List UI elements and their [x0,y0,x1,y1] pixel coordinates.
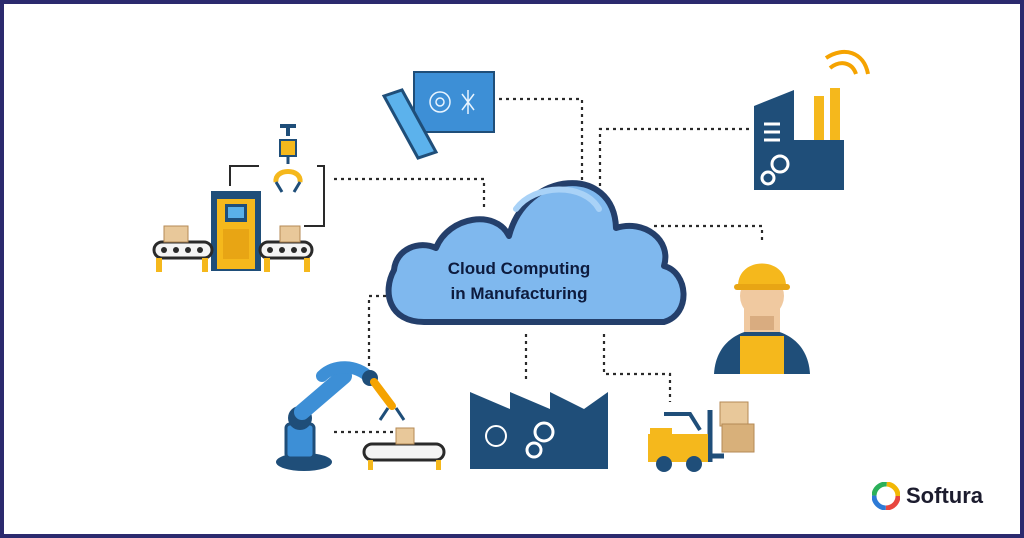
brand-name: Softura [906,483,983,508]
brand-logo: Softura [872,482,983,510]
diagram-graphics [152,49,870,472]
connector-forklift [602,334,672,402]
cloud-label-line2: in Manufacturing [450,284,588,303]
cloud-label: Cloud Computing in Manufacturing [404,256,634,306]
cloud-shape [385,180,687,325]
smart-factory-icon [754,49,870,190]
forklift-icon [648,401,755,472]
connector-assembly [334,177,486,209]
factory-worker-icon [714,263,810,374]
connector-robot-arm [367,294,386,379]
assembly-line-icon [152,124,325,272]
softura-logo-icon [872,482,900,510]
diagram-canvas: Cloud Computing in Manufacturing Softura [4,4,1020,534]
connector-lines [334,97,764,434]
design-blueprint-icon [381,71,495,160]
cloud-label-line1: Cloud Computing [447,259,591,278]
connector-worker [654,224,764,242]
connector-smart-factory [598,127,749,199]
robot-arm-icon [276,361,446,471]
factory-icon [470,392,608,469]
